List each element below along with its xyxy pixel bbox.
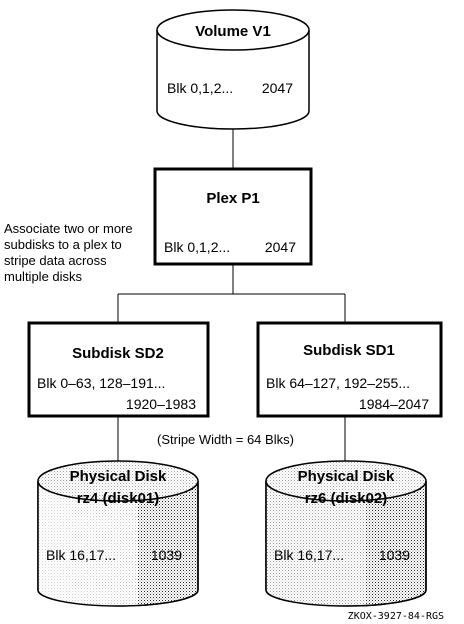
annotation-line-2: subdisks to a plex to: [4, 237, 122, 252]
subdisk-sd1-box: Subdisk SD1 Blk 64–127, 192–255... 1984–…: [256, 321, 443, 418]
sd1-box-outline: [256, 321, 443, 418]
rz4-blocks-start: Blk 16,17...: [46, 547, 116, 563]
rz6-blocks-start: Blk 16,17...: [274, 547, 344, 563]
rz6-cylinder-top-shading: [266, 461, 426, 501]
rz4-blocks-end: 1039: [151, 547, 182, 563]
physical-disk-rz4-cylinder: Physical Disk rz4 (disk01) Blk 16,17... …: [37, 460, 199, 607]
connector-lines: [117, 111, 346, 470]
volume-cylinder-body: [156, 30, 310, 130]
volume-blocks-end: 2047: [262, 80, 293, 96]
rz4-cylinder-highlight: [38, 481, 138, 607]
rz4-title-line-2: rz4 (disk01): [77, 490, 160, 507]
annotation-line-1: Associate two or more: [4, 221, 133, 236]
rz4-cylinder-top-shading: [38, 461, 198, 501]
sd2-blocks-line-2: 1920–1983: [126, 396, 196, 412]
subdisk-sd2-box: Subdisk SD2 Blk 0–63, 128–191... 1920–19…: [27, 321, 210, 418]
rz6-title-line-2: rz6 (disk02): [305, 490, 388, 507]
rz6-title-line-1: Physical Disk: [298, 468, 395, 485]
plex-p1-box: Plex P1 Blk 0,1,2... 2047: [153, 167, 313, 266]
plex-title: Plex P1: [206, 190, 259, 207]
plex-blocks-start: Blk 0,1,2...: [164, 239, 230, 255]
annotation-line-4: multiple disks: [4, 269, 83, 284]
sd1-blocks-line-1: Blk 64–127, 192–255...: [266, 375, 410, 391]
rz6-cylinder-highlight: [266, 481, 366, 607]
volume-blocks-start: Blk 0,1,2...: [167, 80, 233, 96]
sd2-blocks-line-1: Blk 0–63, 128–191...: [37, 375, 165, 391]
volume-title: Volume V1: [195, 23, 271, 40]
stripe-width-label: (Stripe Width = 64 Blks): [157, 432, 294, 447]
sd1-blocks-line-2: 1984–2047: [359, 396, 429, 412]
physical-disk-rz6-cylinder: Physical Disk rz6 (disk02) Blk 16,17... …: [265, 460, 427, 607]
sd2-title: Subdisk SD2: [72, 345, 164, 362]
volume-v1-cylinder: Volume V1 Blk 0,1,2... 2047: [156, 9, 310, 130]
plex-blocks-end: 2047: [265, 239, 296, 255]
annotation-line-3: stripe data across: [4, 253, 107, 268]
sd1-title: Subdisk SD1: [303, 342, 395, 359]
rz6-cylinder-outline: [265, 481, 427, 607]
rz4-cylinder-outline: [37, 481, 199, 607]
figure-code: ZKOX-3927-84-RGS: [348, 611, 444, 622]
volume-cylinder-top: [156, 9, 310, 51]
rz6-blocks-end: 1039: [379, 547, 410, 563]
plex-annotation: Associate two or more subdisks to a plex…: [4, 221, 133, 284]
sd2-box-outline: [27, 321, 210, 418]
plex-box-outline: [153, 167, 313, 266]
rz4-title-line-1: Physical Disk: [70, 468, 167, 485]
